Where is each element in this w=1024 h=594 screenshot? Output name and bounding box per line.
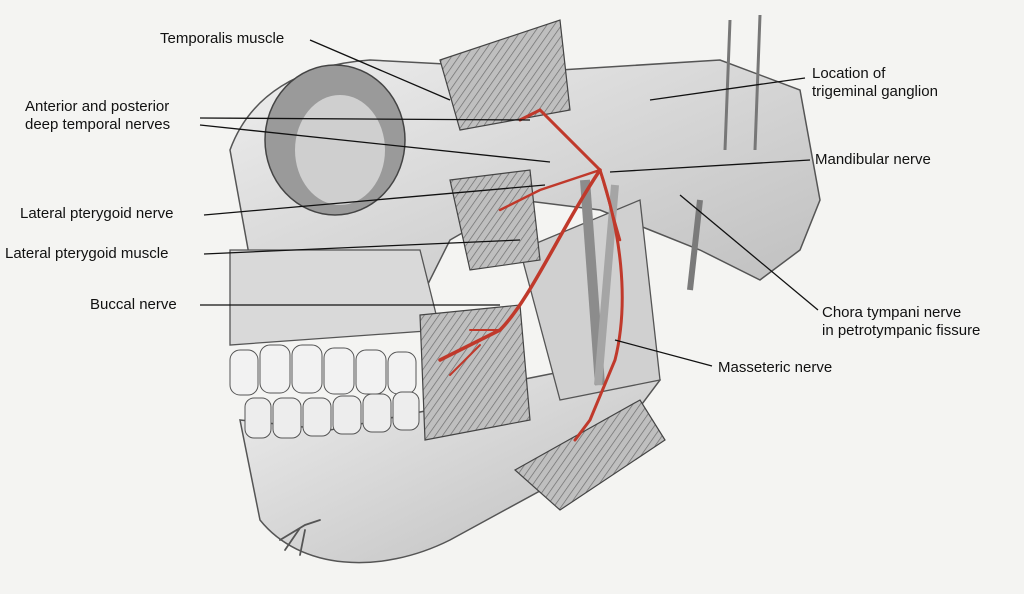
maxilla — [229, 249, 441, 346]
label-lateral-pterygoid-nerve: Lateral pterygoid nerve — [20, 205, 174, 222]
lateral-pterygoid-shape — [449, 169, 541, 271]
temporalis-muscle-shape — [439, 19, 571, 131]
label-buccal-nerve: Buccal nerve — [90, 296, 177, 313]
label-masseteric-nerve: Masseteric nerve — [718, 359, 833, 376]
label-chorda-tympani-nerve: Chora tympani nerve in petrotympanic fis… — [822, 304, 981, 339]
nerve-branches — [279, 108, 624, 556]
lower-teeth — [244, 391, 420, 439]
label-lateral-pterygoid-muscle: Lateral pterygoid muscle — [5, 245, 169, 262]
label-deep-temporal-nerves: Anterior and posterior deep temporal ner… — [25, 98, 171, 133]
leader-lines — [199, 39, 819, 367]
label-mandibular-nerve: Mandibular nerve — [815, 151, 931, 168]
label-temporalis-muscle: Temporalis muscle — [160, 30, 285, 47]
buccinator-shape — [419, 304, 531, 441]
masseter-stump — [513, 399, 666, 511]
upper-teeth — [229, 344, 417, 396]
label-trigeminal-ganglion: Location of trigeminal ganglion — [812, 65, 938, 100]
